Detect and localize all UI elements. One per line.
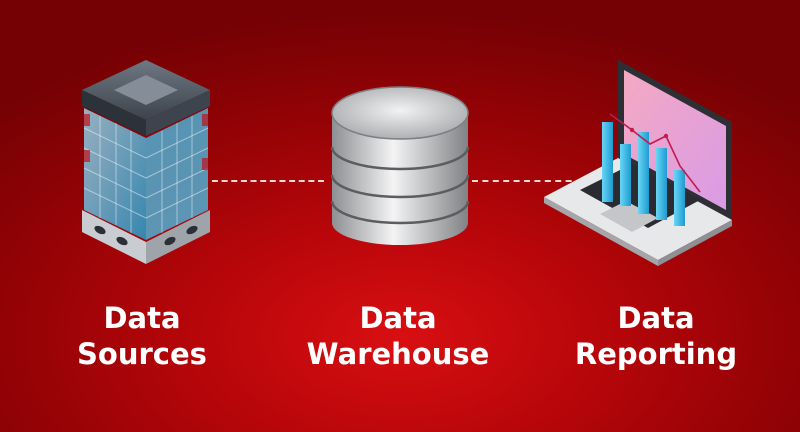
label-line1: Data <box>617 301 695 335</box>
label-line2: Reporting <box>574 337 738 371</box>
database-icon <box>330 86 470 245</box>
label-line2: Sources <box>77 337 207 371</box>
server-icon <box>82 60 210 264</box>
label-line1: Data <box>103 301 181 335</box>
node-label-reporting: Data Reporting <box>556 300 756 372</box>
label-line1: Data <box>359 301 437 335</box>
node-label-warehouse: Data Warehouse <box>298 300 498 372</box>
label-line2: Warehouse <box>306 337 490 371</box>
laptop-chart-icon <box>544 60 732 266</box>
node-label-sources: Data Sources <box>42 300 242 372</box>
connector-warehouse-reporting <box>472 180 582 182</box>
connector-sources-warehouse <box>212 180 324 182</box>
